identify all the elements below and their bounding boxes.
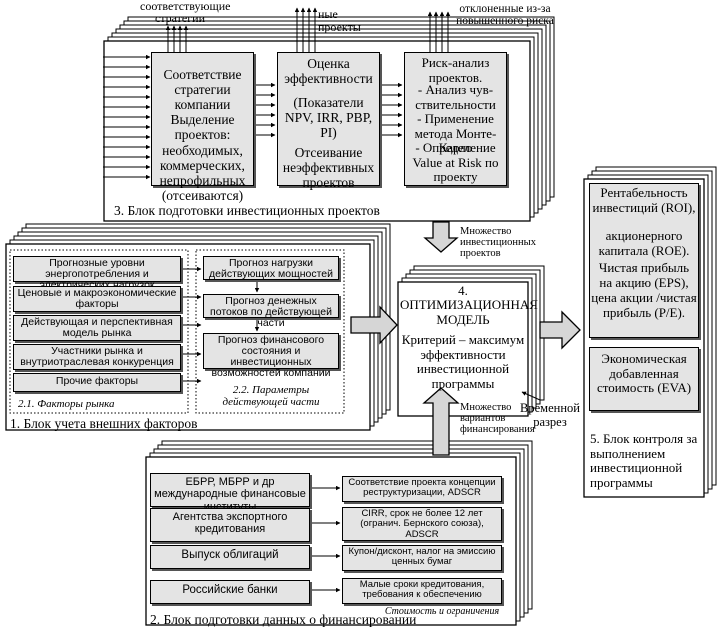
block5-title: 5. Блок контроля за выполнением инвестиц… (590, 431, 698, 490)
market-factor-box: Ценовые и макроэкономические факторы (13, 286, 181, 312)
model-title: ОПТИМИЗАЦИОННАЯ МОДЕЛЬ (400, 297, 538, 327)
market-factor-box: Действующая и перспективная модель рынка (13, 315, 181, 341)
profitability-indicators-box: Рентабельность инвестиций (ROI), акционе… (589, 183, 699, 338)
label-financing-set: Множество вариантов финансирования (460, 402, 535, 436)
market-factor-box: Участники рынка и внутриотраслевая конку… (13, 344, 181, 370)
financing-source-box: Российские банки (150, 580, 310, 604)
financing-source-box: ЕБРР, МБРР и др международные финансовые… (150, 473, 310, 513)
financing-terms-text: Малые сроки кредитования, требования к о… (359, 579, 485, 601)
financing-source-box: Агентства экспортного кредитования (150, 508, 310, 542)
block3-output-arrows (165, 7, 451, 52)
financing-terms-text: Купон/дисконт, налог на эмиссию ценных б… (348, 546, 496, 568)
block1-title: 1. Блок учета внешних факторов (10, 416, 198, 431)
market-factor-text: Прогнозные уровни энергопотребления и эл… (39, 257, 154, 290)
market-factor-text: Участники рынка и внутриотраслевая конку… (20, 345, 174, 369)
arrow-factors-right (350, 305, 398, 345)
market-factor-text: Действующая и перспективная модель рынка (21, 316, 173, 340)
market-group-caption: 2.1. Факторы рынка (18, 398, 115, 410)
financing-terms-box: Купон/дисконт, налог на эмиссию ценных б… (342, 545, 502, 571)
financing-terms-box: Малые сроки кредитования, требования к о… (342, 578, 502, 604)
financing-source-text: Российские банки (182, 584, 278, 596)
risk-analysis-box: Риск-анализ проектов. - Анализ чув- стви… (404, 52, 507, 186)
label-projects-set: Множество инвестиционных проектов (460, 226, 536, 260)
financing-terms-box: Соответствие проекта концепции реструкту… (342, 476, 502, 502)
param-box: Прогноз нагрузки действующих мощностей (203, 256, 339, 280)
block1-factor-arrows (180, 266, 202, 384)
param-text: Прогноз нагрузки действующих мощностей (208, 257, 334, 281)
model-criterion: Критерий – максимум эффективности инвест… (401, 332, 525, 391)
risk-title: Риск-анализ проектов. (421, 55, 490, 85)
market-factor-text: Ценовые и макроэкономические факторы (17, 287, 177, 311)
label-strategic-projects: соответствующие стратегии (140, 0, 231, 25)
financing-source-text: Выпуск облигаций (181, 549, 279, 561)
efficiency-box: Оценка эффективности (Показатели NPV, IR… (277, 52, 380, 190)
financing-source-box: Выпуск облигаций (150, 545, 310, 569)
block4-stack (397, 265, 545, 417)
indicator-line: цена акции /чистая прибыль (P/E). (591, 290, 697, 320)
strategy-fit-text: Соответствие стратегии компании Выделени… (159, 67, 246, 203)
params-group-caption: 2.2. Параметры действующей части (222, 384, 320, 409)
eva-box: Экономическая добавленная стоимость (EVA… (589, 347, 699, 411)
financing-source-text: Агентства экспортного кредитования (172, 511, 288, 536)
param-box: Прогноз денежных потоков по действующей … (203, 294, 339, 329)
risk-item: - Анализ чув- ствительности (415, 82, 496, 112)
financing-terms-text: CIRR, срок не более 12 лет (огранич. Бер… (360, 508, 484, 540)
strategy-fit-box: Соответствие стратегии компании Выделени… (151, 52, 254, 203)
financing-terms-text: Соответствие проекта концепции реструкту… (348, 477, 496, 499)
block1-dotted-groups (9, 249, 345, 414)
market-factor-box: Прогнозные уровни энергопотребления и эл… (13, 256, 181, 291)
label-risky-projects: отклоненные из-за повышенного риска (456, 3, 554, 27)
block2-caption: Стоимость и ограничения (384, 606, 500, 617)
model-number: 4. (458, 283, 468, 298)
param-box: Прогноз финансового состояния и инвестиц… (203, 333, 339, 379)
time-cut-label: Временной разрез (520, 401, 580, 429)
arrow-projects-down (423, 221, 459, 253)
block3-title: 3. Блок подготовки инвестиционных проект… (114, 203, 380, 218)
hollow-arrows (350, 221, 581, 456)
block2-title: 2. Блок подготовки данных о финансирован… (150, 612, 417, 627)
indicator-line: Рентабельность инвестиций (ROI), (592, 185, 696, 215)
eva-text: Экономическая добавленная стоимость (EVA… (596, 351, 692, 396)
block2-arrows (310, 485, 341, 593)
market-factor-text: Прочие факторы (55, 375, 139, 387)
efficiency-title: Оценка эффективности (284, 56, 373, 87)
indicator-line: Чистая прибыль на акцию (EPS), (598, 260, 690, 290)
param-text: Прогноз денежных потоков по действующей … (210, 295, 332, 330)
efficiency-screening: Отсеивание неэффективных проектов (282, 145, 375, 191)
label-efficient-projects: ные проекты (318, 7, 361, 35)
block3-input-arrows (103, 54, 151, 180)
arrow-model-right (539, 310, 581, 350)
efficiency-indicators: (Показатели NPV, IRR, PBP, PI) (284, 95, 373, 141)
block3-flow-arrows (253, 82, 403, 138)
param-text: Прогноз финансового состояния и инвестиц… (211, 334, 331, 380)
market-factor-box: Прочие факторы (13, 373, 181, 392)
financing-terms-box: CIRR, срок не более 12 лет (огранич. Бер… (342, 507, 502, 541)
indicator-line: акционерного капитала (ROE). (598, 228, 690, 258)
risk-item: - Применение метода Монте- Карло (414, 111, 497, 156)
time-cut-arrow (521, 391, 541, 401)
arrow-financing-up (422, 387, 460, 456)
risk-item: - Определение Value at Risk по проекту (412, 140, 499, 185)
